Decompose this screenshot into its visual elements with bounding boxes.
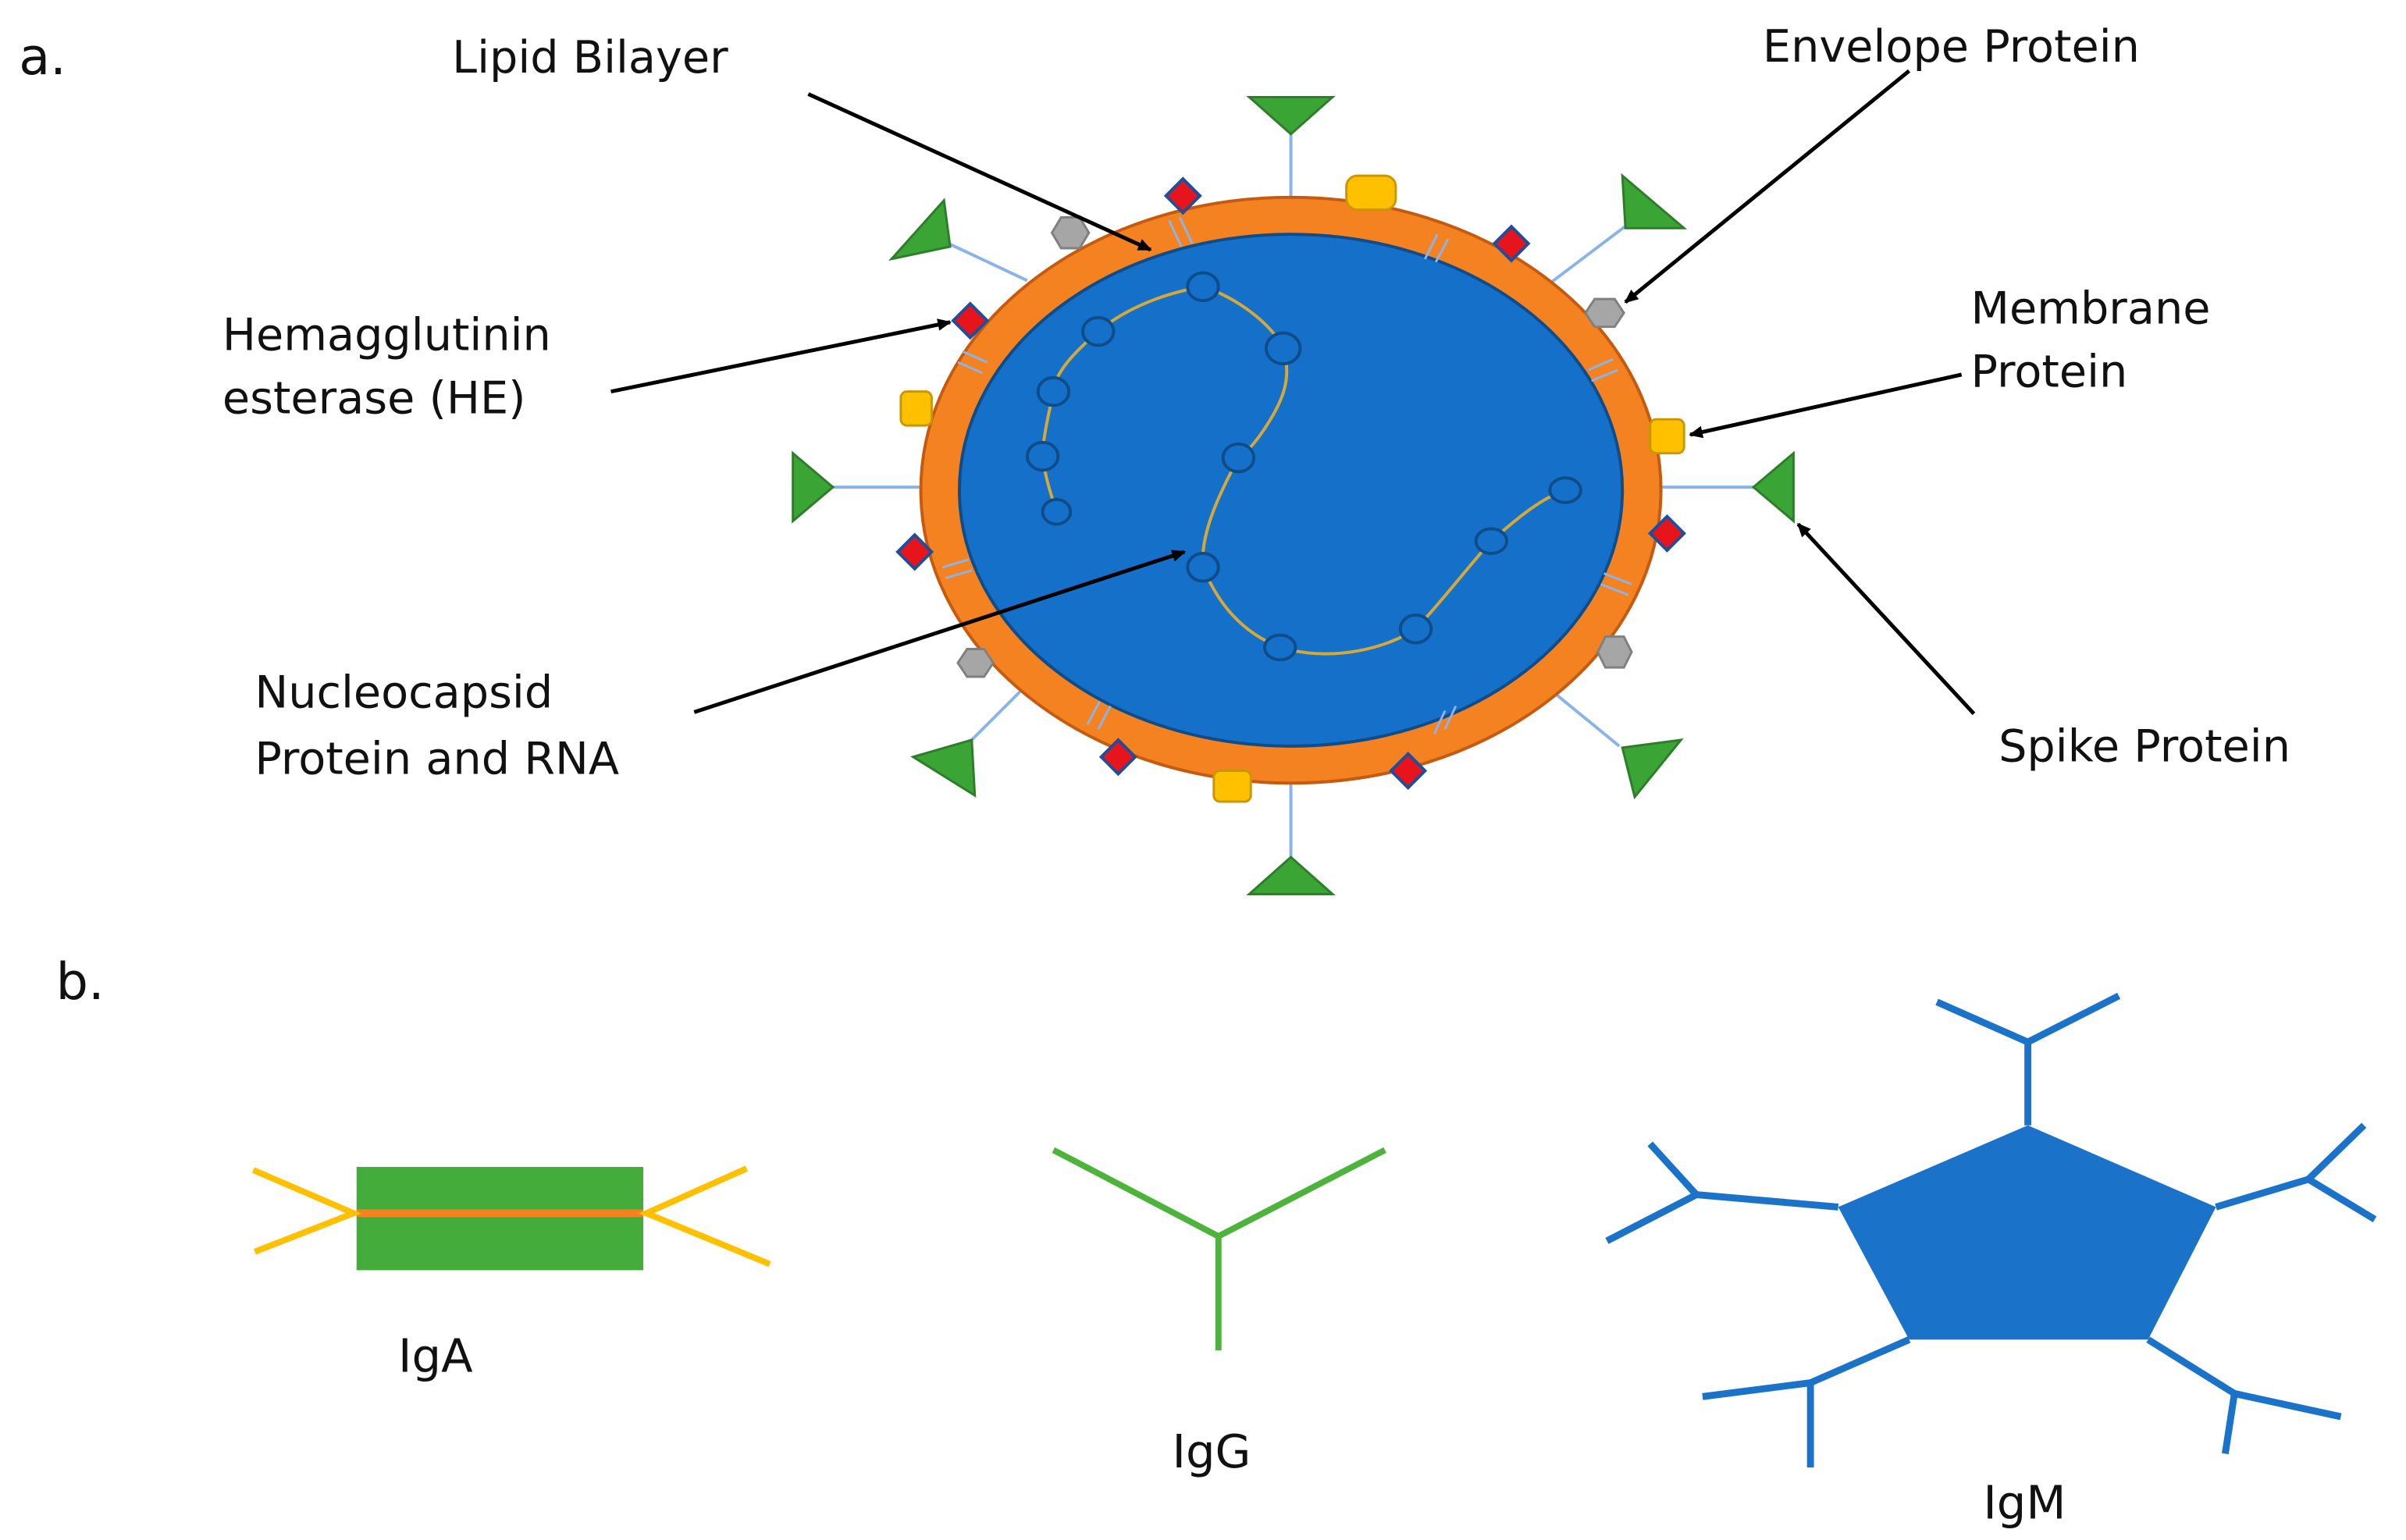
nucleocapsid-circle bbox=[1398, 614, 1433, 645]
igg-diagram bbox=[1052, 1147, 1386, 1351]
membrane-proteins bbox=[899, 174, 1685, 803]
he-diamond bbox=[1098, 738, 1137, 777]
label-nucleocapsid-line2: Protein and RNA bbox=[254, 732, 619, 784]
panel-a-label: a. bbox=[19, 28, 66, 87]
nucleocapsid-circle bbox=[1025, 440, 1060, 472]
arrow-hemagglutinin bbox=[610, 318, 952, 394]
nucleocapsid-circle bbox=[1186, 271, 1220, 303]
membrane-protein bbox=[1345, 174, 1397, 212]
envelope-protein bbox=[1050, 215, 1091, 250]
label-hemagglutinin-line1: Hemagglutinin bbox=[222, 308, 551, 361]
spike-protein-top bbox=[1246, 95, 1336, 136]
label-lipid-bilayer: Lipid Bilayer bbox=[452, 31, 728, 84]
stalk-bottom-left bbox=[964, 685, 1027, 748]
spike-protein-left bbox=[792, 450, 835, 524]
hemagglutinin-esterase-proteins bbox=[895, 176, 1686, 791]
arrow-membrane-protein bbox=[1689, 372, 1963, 439]
igm-arm-stem bbox=[1809, 1336, 1911, 1386]
nucleocapsid-circle bbox=[1548, 476, 1582, 504]
he-diamond bbox=[951, 301, 990, 340]
he-diamond bbox=[1163, 176, 1202, 215]
iga-right-arms bbox=[639, 1165, 771, 1268]
igm-arm-stem bbox=[2215, 1175, 2310, 1211]
spike-protein-bottom bbox=[1246, 855, 1336, 895]
igg-fab-arms bbox=[1052, 1147, 1386, 1240]
igm-diagram: IgM bbox=[1605, 992, 2377, 1529]
igm-arm-stem bbox=[1696, 1191, 1839, 1211]
panel-b-label: b. bbox=[56, 953, 105, 1012]
nucleocapsid-circle bbox=[1186, 552, 1220, 583]
envelope-protein bbox=[1584, 297, 1625, 329]
label-spike-protein: Spike Protein bbox=[1998, 720, 2290, 773]
stalk-top-left bbox=[948, 242, 1028, 283]
iga-label: IgA bbox=[398, 1329, 473, 1383]
label-membrane-line1: Membrane bbox=[1971, 283, 2211, 335]
spike-protein-top-left bbox=[888, 197, 952, 261]
igm-arm-stem bbox=[2146, 1336, 2237, 1397]
spike-protein-right bbox=[1751, 450, 1795, 524]
igm-arm-fab bbox=[1605, 1141, 1703, 1244]
arrow-nucleocapsid bbox=[693, 549, 1187, 714]
label-membrane-line2: Protein bbox=[1971, 346, 2128, 398]
stalk-bottom-right bbox=[1550, 689, 1621, 748]
annotation-arrows bbox=[610, 69, 1976, 716]
membrane-protein bbox=[1212, 770, 1252, 803]
iga-body bbox=[356, 1167, 644, 1271]
he-diamond bbox=[1647, 514, 1686, 553]
nucleocapsid-circle bbox=[1080, 315, 1116, 347]
nucleocapsid-circle bbox=[1221, 442, 1256, 474]
igm-arm-fab bbox=[1935, 992, 2121, 1046]
label-envelope-protein: Envelope Protein bbox=[1763, 20, 2140, 73]
nucleocapsid-circle bbox=[1041, 497, 1073, 526]
iga-left-arms bbox=[251, 1167, 362, 1255]
panel-a: a. bbox=[19, 20, 2290, 895]
label-nucleocapsid-line1: Nucleocapsid bbox=[254, 667, 553, 719]
nucleocapsid-circle bbox=[1263, 633, 1297, 662]
nucleocapsid-circle bbox=[1036, 375, 1071, 407]
label-hemagglutinin-line2: esterase (HE) bbox=[222, 372, 526, 424]
envelope-proteins bbox=[956, 215, 1633, 678]
envelope-protein bbox=[956, 647, 995, 678]
igm-label: IgM bbox=[1983, 1475, 2066, 1529]
arrow-envelope-protein bbox=[1624, 69, 1911, 304]
nucleocapsid-circle bbox=[1474, 527, 1509, 555]
nucleocapsid-proteins bbox=[1025, 271, 1582, 662]
virus-core bbox=[957, 233, 1625, 748]
he-diamond bbox=[895, 532, 934, 571]
membrane-protein bbox=[1649, 418, 1685, 455]
spike-protein-bottom-left bbox=[910, 738, 977, 798]
igm-pentamer-core bbox=[1838, 1125, 2216, 1340]
arrow-lipid-bilayer bbox=[807, 92, 1152, 252]
nucleocapsid-circle bbox=[1264, 331, 1302, 366]
stalk-top-right bbox=[1550, 223, 1628, 283]
spike-stalks bbox=[830, 130, 1756, 863]
spike-proteins bbox=[792, 95, 1795, 895]
bilayer-ticks bbox=[941, 216, 1632, 734]
iga-diagram: IgA bbox=[251, 1165, 771, 1383]
membrane-protein bbox=[899, 390, 933, 427]
he-diamond bbox=[1389, 751, 1428, 791]
igm-arm-fab bbox=[2302, 1122, 2377, 1223]
envelope-protein bbox=[1596, 635, 1633, 669]
he-diamond bbox=[1492, 224, 1531, 263]
spike-protein-bottom-right bbox=[1621, 738, 1684, 800]
igm-arm-fab bbox=[1702, 1378, 1814, 1468]
spike-protein-top-right bbox=[1621, 172, 1688, 229]
igg-label: IgG bbox=[1173, 1424, 1251, 1478]
arrow-spike-protein bbox=[1796, 522, 1976, 716]
panel-b: b. IgA IgG bbox=[56, 953, 2377, 1529]
igm-arm-fab bbox=[2222, 1389, 2342, 1455]
